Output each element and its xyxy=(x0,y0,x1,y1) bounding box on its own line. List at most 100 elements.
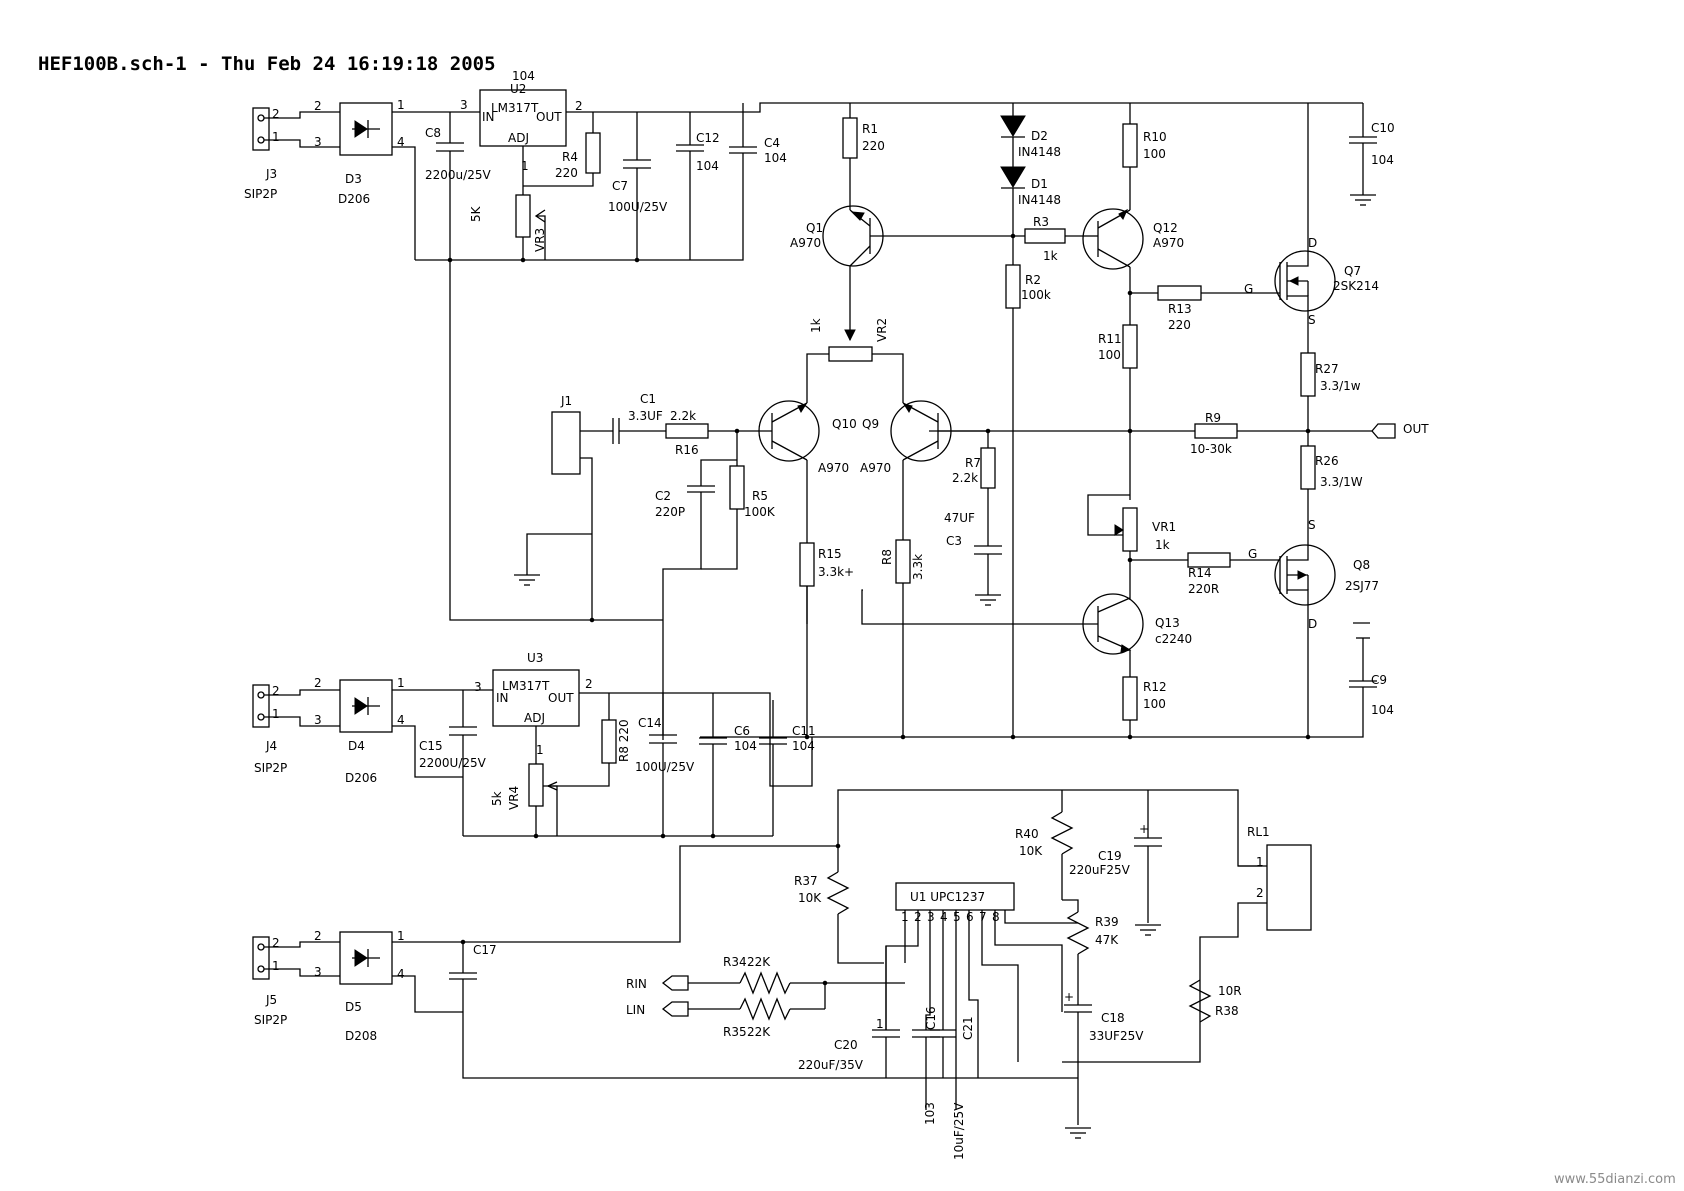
svg-text:R38: R38 xyxy=(1215,1004,1239,1018)
svg-text:C19: C19 xyxy=(1098,849,1122,863)
svg-text:5: 5 xyxy=(953,910,961,924)
svg-text:J4: J4 xyxy=(265,739,277,753)
svg-text:C17: C17 xyxy=(473,943,497,957)
svg-text:R8: R8 xyxy=(880,549,894,565)
svg-text:2: 2 xyxy=(272,936,280,950)
svg-text:100k: 100k xyxy=(1021,288,1051,302)
svg-text:C21: C21 xyxy=(961,1016,975,1040)
svg-text:S: S xyxy=(1308,313,1316,327)
svg-text:A970: A970 xyxy=(790,236,821,250)
svg-text:R39: R39 xyxy=(1095,915,1119,929)
svg-text:1: 1 xyxy=(876,1017,884,1031)
svg-text:LM317T: LM317T xyxy=(502,679,550,693)
svg-text:A970: A970 xyxy=(860,461,891,475)
svg-text:C10: C10 xyxy=(1371,121,1395,135)
svg-text:IN4148: IN4148 xyxy=(1018,193,1061,207)
svg-text:C8: C8 xyxy=(425,126,441,140)
svg-text:RL1: RL1 xyxy=(1247,825,1270,839)
svg-text:Q1: Q1 xyxy=(806,221,823,235)
svg-text:2: 2 xyxy=(314,99,322,113)
svg-text:2.2k: 2.2k xyxy=(952,471,978,485)
svg-text:1k: 1k xyxy=(809,318,823,333)
svg-text:OUT: OUT xyxy=(536,110,562,124)
svg-text:220: 220 xyxy=(1168,318,1191,332)
psu-top: 21 J3 SIP2P 23 D3 D206 14 104 U2 LM317T … xyxy=(244,69,1308,263)
svg-text:104: 104 xyxy=(1371,703,1394,717)
svg-text:Q10: Q10 xyxy=(832,417,857,431)
svg-text:22K: 22K xyxy=(747,955,771,969)
svg-text:10R: 10R xyxy=(1218,984,1242,998)
svg-text:Q7: Q7 xyxy=(1344,264,1361,278)
svg-text:IN: IN xyxy=(496,691,509,705)
svg-text:R34: R34 xyxy=(723,955,747,969)
svg-text:1: 1 xyxy=(1256,855,1264,869)
svg-text:ADJ: ADJ xyxy=(524,711,545,725)
svg-text:D3: D3 xyxy=(345,172,362,186)
svg-text:OUT: OUT xyxy=(1403,422,1429,436)
svg-text:104: 104 xyxy=(1371,153,1394,167)
svg-text:SIP2P: SIP2P xyxy=(254,1013,287,1027)
svg-text:6: 6 xyxy=(966,910,974,924)
svg-text:R9: R9 xyxy=(1205,411,1221,425)
svg-text:3: 3 xyxy=(460,98,468,112)
svg-text:104: 104 xyxy=(696,159,719,173)
svg-text:D208: D208 xyxy=(345,1029,377,1043)
svg-text:R12: R12 xyxy=(1143,680,1167,694)
svg-text:D1: D1 xyxy=(1031,177,1048,191)
svg-text:D2: D2 xyxy=(1031,129,1048,143)
svg-text:VR1: VR1 xyxy=(1152,520,1176,534)
svg-text:C3: C3 xyxy=(946,534,962,548)
svg-text:3.3UF: 3.3UF xyxy=(628,409,663,423)
svg-text:4: 4 xyxy=(397,713,405,727)
svg-text:R40: R40 xyxy=(1015,827,1039,841)
svg-text:IN: IN xyxy=(482,110,495,124)
svg-text:2: 2 xyxy=(1256,886,1264,900)
svg-text:C18: C18 xyxy=(1101,1011,1125,1025)
svg-text:3: 3 xyxy=(314,135,322,149)
svg-text:2SJ77: 2SJ77 xyxy=(1345,579,1379,593)
svg-text:R14: R14 xyxy=(1188,566,1212,580)
svg-text:R13: R13 xyxy=(1168,302,1192,316)
svg-text:1: 1 xyxy=(397,676,405,690)
svg-text:47UF: 47UF xyxy=(944,511,975,525)
svg-text:C12: C12 xyxy=(696,131,720,145)
svg-text:SIP2P: SIP2P xyxy=(254,761,287,775)
svg-text:1k: 1k xyxy=(1043,249,1058,263)
svg-text:10K: 10K xyxy=(1019,844,1043,858)
svg-text:1: 1 xyxy=(397,929,405,943)
svg-text:4: 4 xyxy=(397,135,405,149)
svg-text:3.3/1w: 3.3/1w xyxy=(1320,379,1361,393)
svg-text:2200U/25V: 2200U/25V xyxy=(419,756,487,770)
svg-text:R15: R15 xyxy=(818,547,842,561)
svg-text:5k: 5k xyxy=(490,791,504,806)
svg-text:104: 104 xyxy=(734,739,757,753)
svg-text:33UF25V: 33UF25V xyxy=(1089,1029,1144,1043)
svg-text:ADJ: ADJ xyxy=(508,131,529,145)
svg-text:10K: 10K xyxy=(798,891,822,905)
svg-text:1k: 1k xyxy=(1155,538,1170,552)
svg-text:220R: 220R xyxy=(1188,582,1219,596)
svg-text:R26: R26 xyxy=(1315,454,1339,468)
bridge-d3: D3 D206 xyxy=(338,102,393,206)
svg-text:J1: J1 xyxy=(560,394,572,408)
svg-text:R16: R16 xyxy=(675,443,699,457)
svg-text:Q8: Q8 xyxy=(1353,558,1370,572)
svg-text:R11: R11 xyxy=(1098,332,1122,346)
svg-text:220uF/35V: 220uF/35V xyxy=(798,1058,864,1072)
svg-text:4: 4 xyxy=(940,910,948,924)
svg-text:1: 1 xyxy=(272,707,280,721)
svg-text:R2: R2 xyxy=(1025,273,1041,287)
svg-text:G: G xyxy=(1248,547,1257,561)
svg-text:+: + xyxy=(1139,822,1149,836)
svg-text:8: 8 xyxy=(992,910,1000,924)
svg-text:J5: J5 xyxy=(265,993,277,1007)
svg-text:3.3/1W: 3.3/1W xyxy=(1320,475,1363,489)
svg-text:104: 104 xyxy=(764,151,787,165)
svg-text:C4: C4 xyxy=(764,136,780,150)
svg-text:LM317T: LM317T xyxy=(491,101,539,115)
svg-text:VR3: VR3 xyxy=(533,228,547,252)
svg-text:D4: D4 xyxy=(348,739,365,753)
svg-text:4: 4 xyxy=(397,967,405,981)
